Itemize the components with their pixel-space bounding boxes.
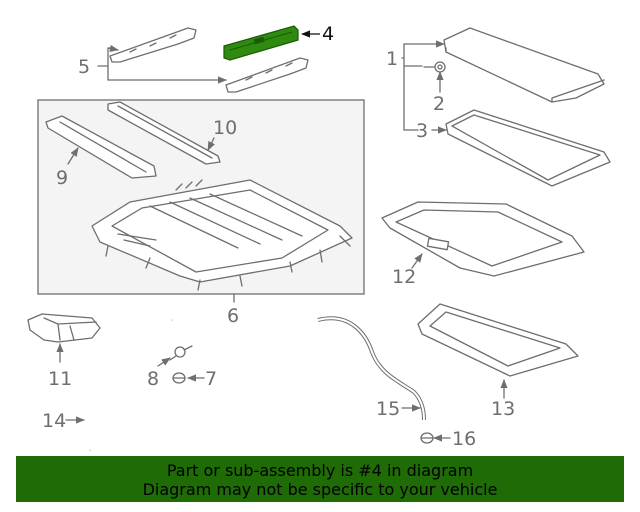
callout-9: 9 (56, 167, 68, 189)
callout-14: 14 (42, 410, 66, 432)
part-16-clip (420, 432, 434, 444)
callout-5: 5 (78, 56, 90, 78)
callout-2: 2 (433, 93, 445, 115)
callout-10: 10 (213, 117, 237, 139)
notice-banner: Part or sub-assembly is #4 in diagram Di… (16, 456, 624, 502)
callout-13: 13 (491, 398, 515, 420)
callout-3: 3 (416, 120, 428, 142)
callout-11: 11 (48, 368, 72, 390)
callout-6: 6 (227, 305, 239, 327)
part-1-glass (443, 27, 605, 103)
part-14-hose (80, 315, 173, 451)
part-13-frame (417, 303, 579, 377)
banner-line-2: Diagram may not be specific to your vehi… (142, 480, 498, 499)
callout-labels: 1 2 3 4 5 6 7 8 9 10 11 12 13 14 15 16 (42, 23, 515, 450)
part-11-motor (27, 313, 101, 343)
callout-15: 15 (376, 398, 400, 420)
part-7-clip (172, 372, 186, 384)
part-6-housing-frame (37, 99, 365, 295)
banner-line-1: Part or sub-assembly is #4 in diagram (166, 461, 474, 480)
callout-8: 8 (147, 368, 159, 390)
part-4-highlighted (223, 25, 299, 61)
part-12-sunshade (381, 201, 585, 277)
part-5-rails (109, 27, 309, 93)
part-8-screw (169, 345, 193, 361)
callout-1: 1 (386, 48, 398, 70)
part-15-hose (317, 316, 426, 421)
leader-lines (56, 30, 508, 442)
callout-4: 4 (322, 23, 334, 45)
callout-16: 16 (452, 428, 476, 450)
callout-12: 12 (392, 266, 416, 288)
part-2-bolt (423, 61, 446, 73)
callout-7: 7 (205, 368, 217, 390)
part-3-seal (445, 109, 611, 187)
